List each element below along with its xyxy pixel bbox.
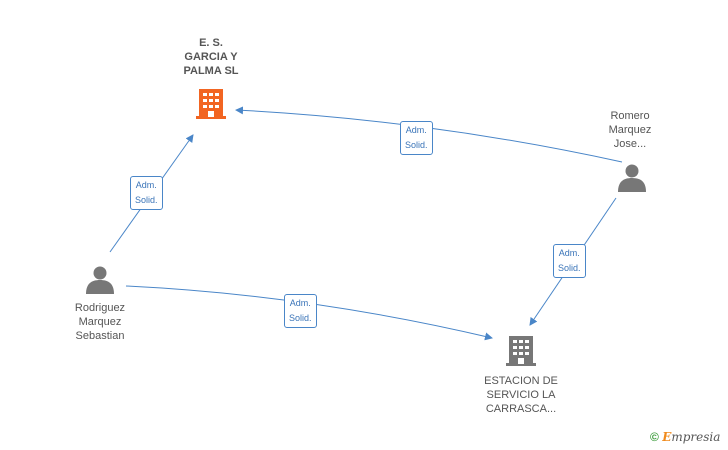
brand-name: mpresia	[671, 430, 721, 444]
edge-label-rodriguez-to-main: Adm. Solid.	[130, 176, 163, 210]
person-icon[interactable]	[86, 266, 114, 295]
brand-watermark: © Empresia	[650, 430, 720, 444]
edge-label-rodriguez-to-other: Adm. Solid.	[284, 294, 317, 328]
copyright-icon: ©	[650, 430, 659, 444]
person-icon[interactable]	[618, 164, 646, 193]
node-label-company-main[interactable]: E. S. GARCIA Y PALMA SL	[183, 37, 239, 77]
building-icon[interactable]	[196, 87, 226, 119]
node-label-person-rodriguez[interactable]: Rodriguez Marquez Sebastian	[74, 302, 126, 342]
edge-label-romero-to-main: Adm. Solid.	[400, 121, 433, 155]
building-icon[interactable]	[506, 336, 536, 366]
node-label-person-romero[interactable]: Romero Marquez Jose...	[608, 110, 652, 150]
brand-initial: E	[662, 430, 672, 444]
node-label-company-other[interactable]: ESTACION DE SERVICIO LA CARRASCA...	[484, 375, 558, 415]
edge-label-romero-to-other: Adm. Solid.	[553, 244, 586, 278]
